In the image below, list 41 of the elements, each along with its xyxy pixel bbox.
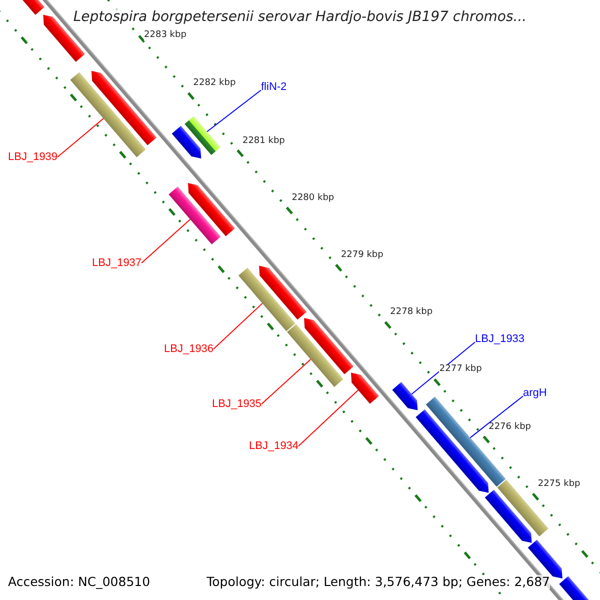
gene-bar [287,324,344,387]
gene-label: LBJ_1936 [164,343,214,356]
gene-block [91,70,157,146]
gene-bar [184,116,220,156]
tick-label: 2283 kbp [144,31,186,41]
leader-line [206,90,262,132]
gene-block [484,490,532,543]
gene-label: LBJ_1939 [8,151,58,164]
tick-label: 2280 kbp [292,194,334,204]
gene-block [259,266,307,320]
gene-block [350,372,379,404]
leader-line [213,302,263,350]
gene-label: LBJ_1935 [212,398,262,410]
gene-label: LBJ_1934 [249,440,299,452]
leader-line [261,358,312,405]
tick-label: 2278 kbp [390,308,433,318]
tick-label: 2275 kbp [538,480,580,490]
gene-block [416,409,489,493]
accession-text: Accession: NC_008510 [8,575,150,589]
tick-label: 2279 kbp [340,250,384,261]
leader-line [298,390,359,447]
leader-line [470,396,524,438]
tick-label: 2277 kbp [439,365,482,376]
gene-block [172,126,202,159]
gene-label: LBJ_1933 [475,333,525,346]
leader-line [411,342,476,395]
leader-line [57,118,104,158]
gene-block [188,183,235,236]
gene-label: fliN-2 [261,81,287,94]
leader-line [141,218,191,264]
gene-block [392,382,418,410]
gene-bar [168,186,221,244]
tick-label: 2276 kbp [488,422,532,433]
gene-label: LBJ_1937 [92,257,142,270]
gene-bar [238,268,296,332]
gene-label: argH [523,387,547,400]
tick-label: 2281 kbp [242,136,285,146]
tick-label: 2282 kbp [193,79,236,90]
gene-block [304,318,354,374]
gene-bar [70,72,146,158]
genome-summary-text: Topology: circular; Length: 3,576,473 bp; Genes: 2,687 [206,575,550,589]
